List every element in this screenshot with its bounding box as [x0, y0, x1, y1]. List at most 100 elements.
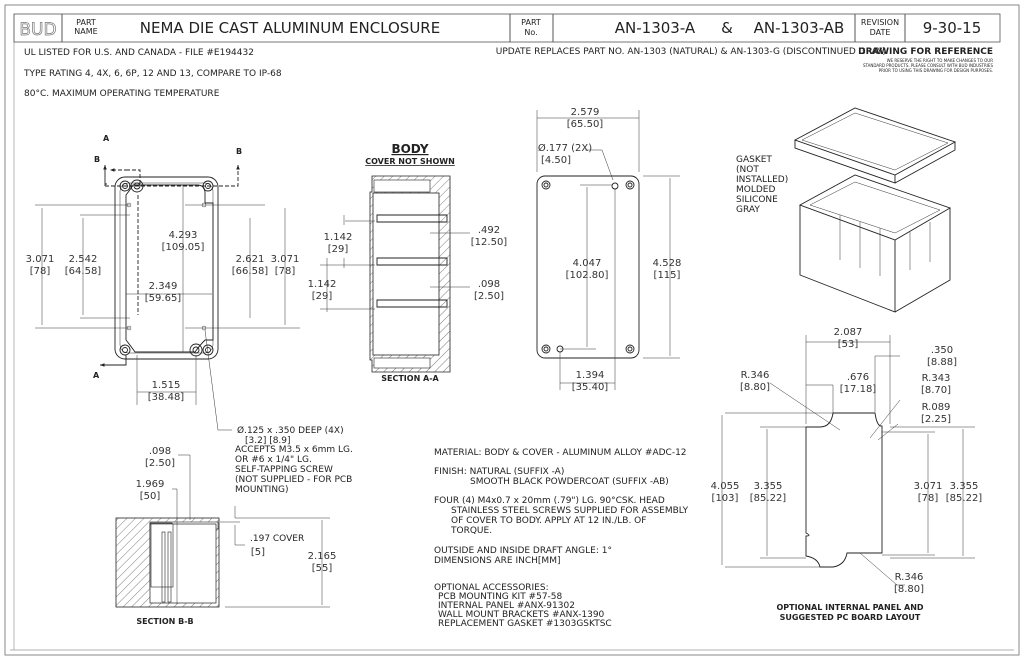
dim-pcb-left-mm: [85.22] [750, 493, 787, 504]
dim-length: 4.293 [169, 230, 198, 241]
dim-cover-hole: Ø.177 (2X) [538, 142, 592, 154]
dim-bb-cover-mm: [5] [251, 547, 265, 558]
dim-radius-bottom: R.346 [895, 572, 924, 583]
section-a-marker-top: A [103, 134, 110, 143]
svg-text:.676[17.18]: .676[17.18] [840, 372, 877, 395]
sheet-border [4, 4, 1020, 656]
dim-depth: .492 [478, 225, 500, 236]
dim-panel-edge: .350 [931, 345, 953, 356]
internal-panel-view: 2.087[53] .350[8.88] R.346[8.80] .676[17… [711, 327, 983, 622]
svg-text:3.355[85.22]: 3.355[85.22] [946, 481, 983, 504]
dim-rib1: 1.142 [324, 232, 353, 243]
dim-outer-left-mm: [78] [30, 266, 51, 277]
part-name: NEMA DIE CAST ALUMINUM ENCLOSURE [140, 19, 440, 37]
section-b-marker-left: B [94, 155, 100, 164]
svg-text:.350[8.88]: .350[8.88] [927, 345, 957, 368]
svg-text:2.621[66.58]: 2.621[66.58] [232, 254, 269, 277]
panel-title-2: SUGGESTED PC BOARD LAYOUT [780, 613, 921, 622]
dim-spacing: 1.515 [152, 380, 181, 391]
dim-radius-top-right: R.343 [922, 373, 951, 384]
revision-label-2: DATE [870, 28, 891, 37]
temperature-note: 80°C. MAXIMUM OPERATING TEMPERATURE [24, 89, 220, 99]
dim-panel-holes-mm: [78] [918, 493, 939, 504]
svg-text:2.349[59.65]: 2.349[59.65] [145, 281, 182, 304]
dim-width-mm: [59.65] [145, 293, 182, 304]
svg-text:2.165[55]: 2.165[55] [308, 551, 337, 574]
svg-text:R.346[8.80]: R.346[8.80] [894, 572, 924, 595]
dim-width: 2.349 [149, 281, 178, 292]
dim-inner-right-mm: [66.58] [232, 266, 269, 277]
draft-note: OUTSIDE AND INSIDE DRAFT ANGLE: 1°DIMENS… [434, 546, 612, 566]
dim-radius-top-right-mm: [8.70] [921, 385, 951, 396]
part-number-ab: AN-1303-AB [754, 19, 845, 37]
dim-outer-right-mm: [78] [275, 266, 296, 277]
disclaimer-1: WE RESERVE THE RIGHT TO MAKE CHANGES TO … [887, 58, 994, 63]
svg-text:Ø.177 (2X)[4.50]: Ø.177 (2X)[4.50] [538, 142, 592, 166]
revision-label-1: REVISION [861, 18, 899, 27]
svg-text:1.969[50]: 1.969[50] [136, 479, 165, 502]
front-view: A B B A 3.071[78] 2.542[64.58] 4.293[109… [26, 134, 356, 495]
accessories-note: OPTIONAL ACCESSORIES:PCB MOUNTING KIT #5… [434, 583, 612, 629]
dim-bb-inner-mm: [50] [140, 491, 161, 502]
gasket-note: GASKET (NOT INSTALLED) MOLDED SILICONE G… [736, 155, 791, 215]
dim-radius-small: R.089 [922, 402, 951, 413]
dim-cover-width: 2.579 [571, 107, 600, 118]
dim-hole-span: 4.047 [573, 258, 602, 269]
dim-bb-height-mm: [55] [312, 563, 333, 574]
svg-text:3.071[78]: 3.071[78] [271, 254, 300, 277]
dim-rib2: 1.142 [308, 279, 337, 290]
svg-text:R.343[8.70]: R.343[8.70] [921, 373, 951, 396]
svg-text:4.047[102.80]: 4.047[102.80] [566, 258, 609, 281]
svg-text:3.355[85.22]: 3.355[85.22] [750, 481, 787, 504]
update-note: UPDATE REPLACES PART NO. AN-1303 (NATURA… [496, 47, 886, 57]
dim-inner-left-mm: [64.58] [65, 266, 102, 277]
svg-text:1.142[29]: 1.142[29] [308, 279, 337, 302]
dim-outer-left: 3.071 [26, 254, 55, 265]
dim-pcb-left: 3.355 [754, 481, 783, 492]
bud-logo: BUD [19, 20, 56, 40]
dim-wall: .098 [478, 279, 500, 290]
dim-outer-right: 3.071 [271, 254, 300, 265]
svg-text:.098[2.50]: .098[2.50] [145, 446, 175, 469]
finish-note: FINISH: NATURAL (SUFFIX -A)SMOOTH BLACK … [434, 467, 669, 487]
dim-hole-span-mm: [102.80] [566, 270, 609, 281]
dim-inner-left: 2.542 [69, 254, 98, 265]
disclaimer-2: STANDARD PRODUCTS. PLEASE CONSULT WITH B… [863, 63, 994, 68]
section-b-marker-right: B [236, 147, 242, 156]
dim-panel-edge-mm: [8.88] [927, 357, 957, 368]
ul-note: UL LISTED FOR U.S. AND CANADA - FILE #E1… [24, 48, 254, 58]
svg-text:2.542[64.58]: 2.542[64.58] [65, 254, 102, 277]
dim-spacing-mm: [38.48] [148, 392, 185, 403]
dim-cover-width-mm: [65.50] [567, 119, 604, 130]
disclaimer-3: PRIOR TO USING THIS DRAWING FOR DESIGN P… [879, 68, 993, 73]
hole-note: Ø.125 x .350 DEEP (4X) [3.2] [8.9] ACCEP… [235, 425, 356, 495]
dim-cover-length-mm: [115] [654, 270, 681, 281]
svg-text:R.089[2.25]: R.089[2.25] [921, 402, 951, 425]
svg-text:1.394[35.40]: 1.394[35.40] [572, 370, 609, 393]
dim-rib1-mm: [29] [328, 244, 349, 255]
dim-panel-width: 2.087 [834, 327, 863, 338]
dim-rib2-mm: [29] [312, 291, 333, 302]
dim-panel-width-mm: [53] [838, 339, 859, 350]
svg-text:4.055[103]: 4.055[103] [711, 481, 740, 504]
screws-note: FOUR (4) M4x0.7 x 20mm (.79") LG. 90°CSK… [434, 496, 689, 536]
svg-text:2.087[53]: 2.087[53] [834, 327, 863, 350]
dim-cover-hole-mm: [4.50] [541, 155, 571, 166]
svg-text:4.293[109.05]: 4.293[109.05] [162, 230, 205, 253]
panel-title-1: OPTIONAL INTERNAL PANEL AND [776, 603, 923, 612]
dim-bb-inner: 1.969 [136, 479, 165, 490]
dim-panel-holes: 3.071 [914, 481, 943, 492]
drawing-for-reference: DRAWING FOR REFERENCE [858, 47, 993, 57]
cover-view: 2.579[65.50] Ø.177 (2X)[4.50] 4.047[102.… [536, 107, 682, 393]
dim-notch-mm: [17.18] [840, 384, 877, 395]
svg-text:.098[2.50]: .098[2.50] [474, 279, 504, 302]
section-bb-view: SECTION B-B .098[2.50] 1.969[50] .197 CO… [115, 446, 337, 626]
section-bb-label: SECTION B-B [136, 617, 193, 626]
cover-not-shown: COVER NOT SHOWN [365, 157, 455, 166]
svg-text:4.528[115]: 4.528[115] [653, 258, 682, 281]
dim-bb-height: 2.165 [308, 551, 337, 562]
part-no-label-1: PART [521, 18, 541, 27]
